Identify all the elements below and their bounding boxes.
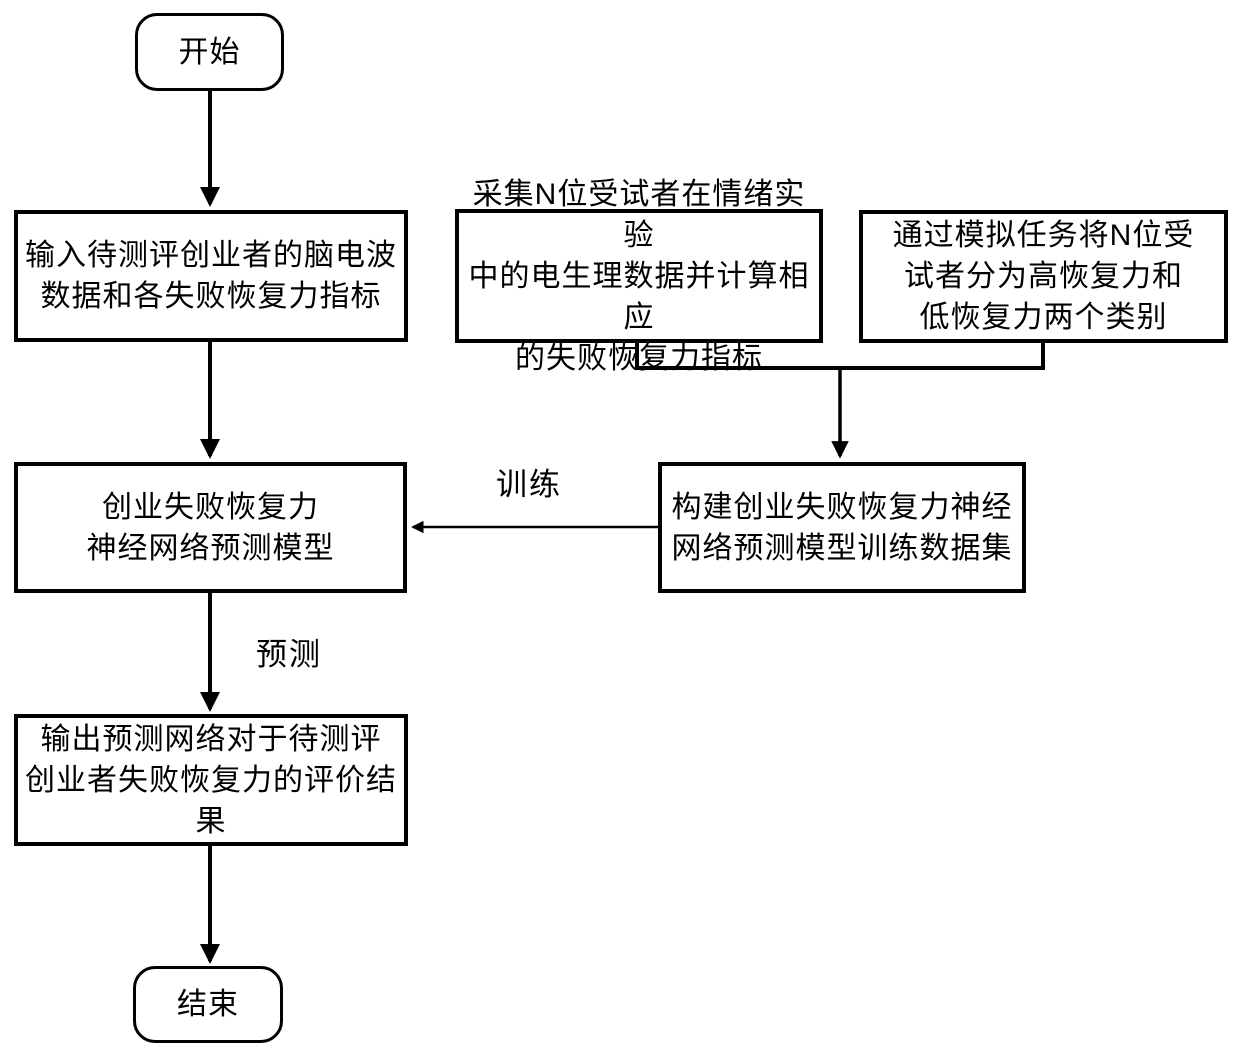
node-collect-physiological-data: 采集N位受试者在情绪实验 中的电生理数据并计算相应 的失败恢复力指标 bbox=[455, 178, 823, 375]
edge-label-train: 训练 bbox=[496, 467, 562, 502]
node-classify-subjects: 通过模拟任务将N位受 试者分为高恢复力和 低恢复力两个类别 bbox=[859, 210, 1228, 343]
edge-label-predict: 预测 bbox=[256, 637, 322, 672]
node-prediction-model: 创业失败恢复力 神经网络预测模型 bbox=[14, 462, 407, 593]
node-input-data: 输入待测评创业者的脑电波 数据和各失败恢复力指标 bbox=[14, 210, 408, 342]
node-output-result: 输出预测网络对于待测评 创业者失败恢复力的评价结果 bbox=[14, 714, 408, 846]
node-start: 开始 bbox=[135, 13, 284, 91]
node-end: 结束 bbox=[133, 966, 283, 1043]
node-training-dataset: 构建创业失败恢复力神经 网络预测模型训练数据集 bbox=[658, 462, 1026, 593]
